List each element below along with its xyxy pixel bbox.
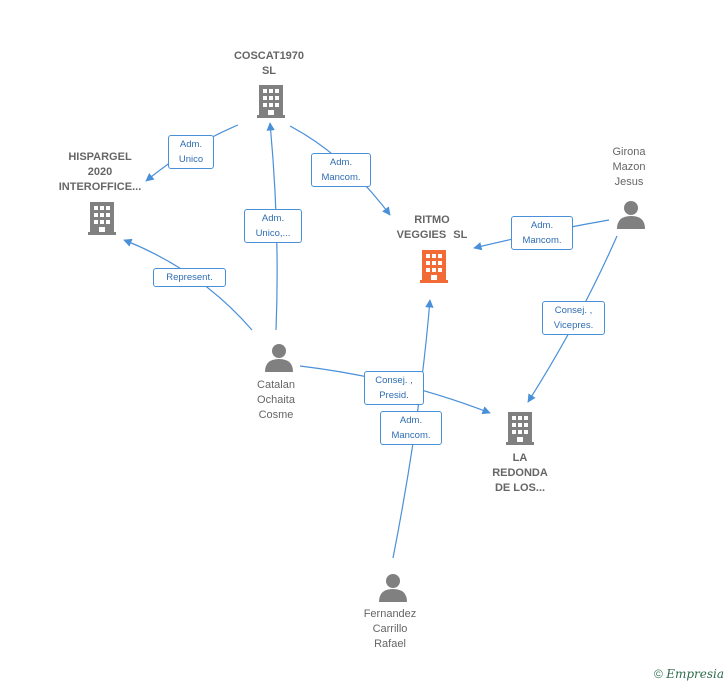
person-icon[interactable] (265, 344, 293, 372)
building-icon[interactable] (88, 202, 116, 235)
node-label-girona[interactable]: Girona Mazon Jesus (612, 146, 646, 188)
edge-label-catalan-hispargel: Represent. (153, 268, 226, 287)
edge-label-girona-redonda: Consej. , Vicepres. (542, 301, 605, 335)
person-icon[interactable] (617, 201, 645, 229)
edge-label-girona-ritmo: Adm. Mancom. (511, 216, 573, 250)
building-icon[interactable] (506, 412, 534, 445)
copyright-footer[interactable]: © Empresia (654, 667, 724, 681)
building-icon-highlight[interactable] (420, 250, 448, 283)
brand-logo: Empresia (666, 667, 724, 681)
node-label-hispargel[interactable]: HISPARGEL 2020 INTEROFFICE... (58, 151, 142, 193)
edge-label-catalan-redonda: Consej. , Presid. (364, 371, 424, 405)
node-label-fernandez[interactable]: Fernandez Carrillo Rafael (363, 608, 417, 650)
edge-label-catalan-coscat: Adm. Unico,... (244, 209, 302, 243)
node-label-redonda[interactable]: LA REDONDA DE LOS... (492, 452, 548, 494)
person-icon[interactable] (379, 574, 407, 602)
node-label-coscat[interactable]: COSCAT1970 SL (233, 50, 305, 77)
edge-label-fernandez-ritmo: Adm. Mancom. (380, 411, 442, 445)
edge-label-coscat-ritmo: Adm. Mancom. (311, 153, 371, 187)
copyright-icon: © (654, 667, 663, 681)
building-icon[interactable] (257, 85, 285, 118)
edge-label-coscat-hispargel: Adm. Unico (168, 135, 214, 169)
node-label-catalan[interactable]: Catalan Ochaita Cosme (257, 379, 295, 421)
node-label-ritmo[interactable]: RITMO VEGGIES SL (396, 214, 468, 241)
